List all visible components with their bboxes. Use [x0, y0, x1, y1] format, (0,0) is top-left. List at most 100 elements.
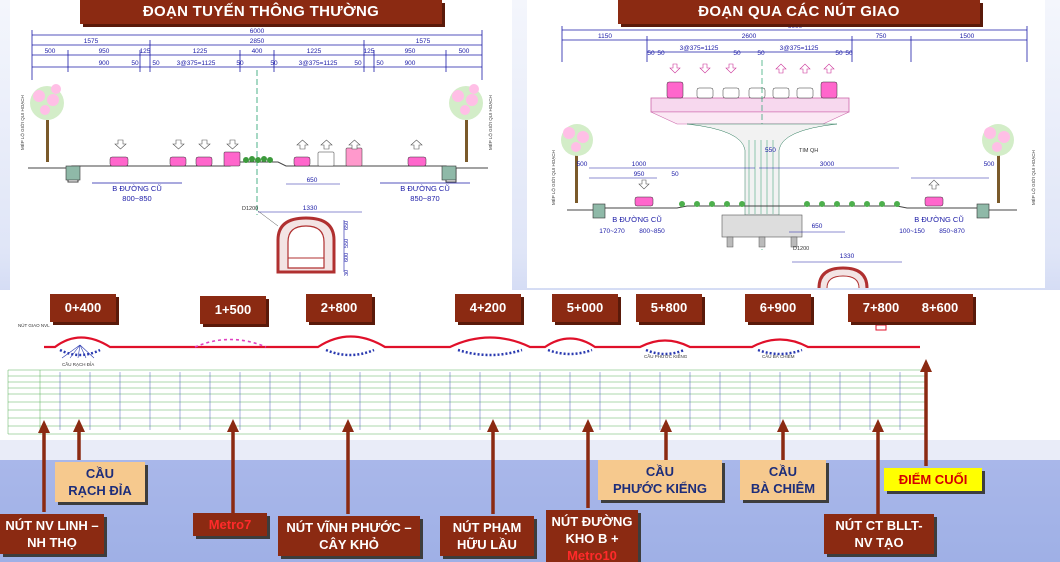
label-nut-pham-huu-lau-line1: NÚT PHẠM [452, 520, 522, 535]
label-nut-ct-bllt: NÚT CT BLLT- NV TẠO [824, 514, 934, 554]
dim-left-125-a: 125 [140, 48, 151, 55]
label-nut-pham-huu-lau-line2: HỮU LẦU [457, 537, 517, 552]
ground-direction-arrows [638, 179, 940, 190]
label-cau-phuoc-kieng-line1: CẦU [645, 464, 675, 479]
tree-left-icon [561, 124, 593, 203]
dim-1000-right: 1000 [632, 161, 647, 168]
dim-left-3x375-a: 3@375=1125 [177, 60, 216, 67]
dim-total-left: 6000 [250, 28, 265, 35]
label-metro7: Metro7 [193, 513, 267, 536]
profile-bridge-label-3: CẦU BÀ CHIÊM [762, 352, 795, 359]
profile-line [44, 335, 920, 349]
old-road-range-a-left: 170~270 [599, 228, 625, 235]
drain-left [65, 165, 81, 181]
dim-650-left: 650 [307, 177, 318, 184]
tunnel-dim-550: 550 [344, 239, 350, 248]
label-nut-ct-bllt-line2: NV TẠO [854, 535, 904, 550]
elevated-deck [650, 63, 850, 125]
label-nut-nv-linh: NÚT NV LINH – NH THỌ [0, 514, 104, 554]
tunnel-dim-30: 30 [344, 270, 350, 276]
row-limit-label-left: MÉP LỘ GIỚI QUI HOẠCH [19, 95, 25, 150]
label-nut-vinh-phuoc-line1: NÚT VĨNH PHƯỚC – [286, 520, 412, 535]
label-cau-rach-dia: CẦU RẠCH ĐỈA [55, 462, 145, 502]
old-road-label-right-right-panel: B ĐƯỜNG CŨ [914, 215, 964, 224]
label-nut-vinh-phuoc: NÚT VĨNH PHƯỚC – CÂY KHỎ [278, 516, 420, 556]
dim-left-900-b: 900 [405, 60, 416, 67]
interchange-section-title: ĐOẠN QUA CÁC NÚT GIAO [618, 0, 980, 24]
dim-3000-right: 3000 [820, 161, 835, 168]
dim-left-50-d: 50 [270, 60, 278, 67]
dim-right-50-e: 50 [835, 50, 843, 57]
old-road-range-b-right: 850~870 [939, 228, 965, 235]
normal-section-drawing: 6000 1575 2850 1575 500 950 125 1225 400… [19, 28, 493, 276]
old-road-label-left-right-panel: B ĐƯỜNG CŨ [612, 215, 662, 224]
chainage-2800: 2+800 [306, 294, 372, 322]
median-planting [243, 156, 273, 163]
interchange-section-drawing: 6000 1150 2600 750 1500 50 50 3@375=1125… [550, 23, 1036, 288]
pointer-arrows [38, 359, 932, 515]
tunnel-dim-600: 600 [344, 253, 350, 262]
normal-section-panel: 6000 1575 2850 1575 500 950 125 1225 400… [10, 0, 512, 290]
dim-right-750: 750 [876, 33, 887, 40]
dim-left-400: 400 [252, 48, 263, 55]
dim-right-50-b: 50 [657, 50, 665, 57]
old-road-range-b-left: 800~850 [639, 228, 665, 235]
dim-650-right: 650 [812, 223, 823, 230]
dim-left-50-c: 50 [236, 60, 244, 67]
tree-left-icon [30, 84, 64, 162]
dim-total-right: 6000 [788, 23, 803, 30]
label-cau-rach-dia-line2: RẠCH ĐỈA [68, 483, 132, 498]
dim-right-50-d: 50 [757, 50, 765, 57]
label-cau-ba-chiem: CẦU BÀ CHIÊM [740, 460, 826, 500]
chainage-5800: 5+800 [636, 294, 702, 322]
dim-right-50-a: 50 [647, 50, 655, 57]
dim-left-50-e: 50 [354, 60, 362, 67]
label-nut-vinh-phuoc-line2: CÂY KHỎ [319, 537, 379, 552]
old-road-range-a-right: 100~150 [899, 228, 925, 235]
label-nut-pham-huu-lau: NÚT PHẠM HỮU LẦU [440, 516, 534, 556]
dim-left-2850: 2850 [250, 38, 265, 45]
label-diem-cuoi: ĐIỂM CUỐI [884, 468, 982, 491]
interchange-section-panel: 6000 1150 2600 750 1500 50 50 3@375=1125… [527, 0, 1045, 288]
old-road-range-left: 800~850 [122, 194, 151, 203]
row-limit-label-right-right-panel: MÉP LỘ GIỚI QUI HOẠCH [1030, 150, 1036, 205]
profile-bridge-label-1: CẦU RẠCH ĐỈA [62, 361, 94, 367]
center-axis-label: TIM QH [799, 148, 818, 154]
dim-left-950-b: 950 [405, 48, 416, 55]
chainage-4200: 4+200 [455, 294, 521, 322]
label-metro10: Metro10 [567, 548, 617, 562]
ground-median-planting [679, 201, 900, 207]
dim-right-1150: 1150 [598, 33, 612, 40]
row-limit-label-right: MÉP LỘ GIỚI QUI HOẠCH [487, 95, 493, 150]
profile-bridge-label-2: CẦU PHƯỚC KIỂNG [644, 353, 688, 359]
label-nut-nv-linh-line1: NÚT NV LINH – [5, 518, 99, 533]
tunnel-top [817, 266, 869, 288]
dim-left-50-f: 50 [376, 60, 384, 67]
dim-950-right: 950 [634, 171, 645, 178]
dim-50-right: 50 [671, 171, 679, 178]
dim-right-3x375-a: 3@375=1125 [680, 45, 719, 52]
drain-right [441, 165, 457, 181]
direction-arrows [114, 139, 423, 150]
dim-right-3x375-b: 3@375=1125 [780, 45, 819, 52]
dim-left-1225-a: 1225 [193, 48, 208, 55]
tunnel-dim-650: 650 [344, 221, 350, 230]
dim-left-1575-a: 1575 [84, 38, 99, 45]
pier [686, 123, 838, 248]
profile-data-ticks [59, 372, 901, 430]
profile-start-label: NÚT GIAO NVL [18, 322, 50, 328]
old-road-range-right: 850~870 [410, 194, 439, 203]
profile-data-table [7, 369, 927, 435]
dim-right-50-f: 50 [845, 50, 853, 57]
drain-right [976, 203, 990, 219]
chainage-6900: 6+900 [745, 294, 811, 322]
label-nut-nv-linh-line2: NH THỌ [27, 535, 77, 550]
dim-left-500-a: 500 [45, 48, 56, 55]
dim-right-50-c: 50 [733, 50, 741, 57]
label-cau-ba-chiem-line1: CẦU [768, 464, 798, 479]
end-marker [875, 324, 887, 331]
label-nut-ct-bllt-line1: NÚT CT BLLT- [835, 518, 923, 533]
bridge-fan [61, 344, 95, 359]
chainage-7800: 7+800 [848, 294, 914, 322]
dim-right-2600: 2600 [742, 33, 757, 40]
